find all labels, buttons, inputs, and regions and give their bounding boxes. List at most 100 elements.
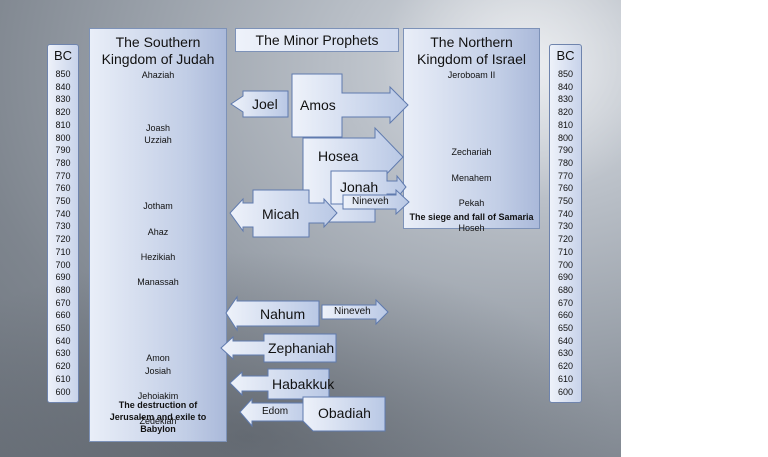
obadiah-shape <box>302 396 386 432</box>
northern-ruler-pekah: Pekah <box>458 198 485 208</box>
year-left-700: 700 <box>55 259 71 270</box>
micah-shape <box>229 189 338 238</box>
southern-ruler-ahaz: Ahaz <box>147 227 169 237</box>
year-left-830: 830 <box>55 94 71 105</box>
amos-label: Amos <box>300 97 336 113</box>
southern-event-line3: Babylon <box>140 424 176 434</box>
year-left-650: 650 <box>55 323 71 333</box>
year-right-840: 840 <box>557 81 574 92</box>
year-left-670: 670 <box>55 297 71 308</box>
southern-ruler-uzziah: Uzziah <box>144 135 172 145</box>
year-right-650: 650 <box>557 323 574 333</box>
southern-ruler-zedekiah: Zedekiah <box>139 416 177 426</box>
year-left-630: 630 <box>55 348 71 359</box>
year-right-720: 720 <box>557 234 574 245</box>
year-left-720: 720 <box>55 234 71 245</box>
year-right-640: 640 <box>557 335 574 346</box>
year-right-850: 850 <box>557 69 574 79</box>
obadiah-label: Obadiah <box>318 405 371 421</box>
year-right-820: 820 <box>557 107 574 118</box>
micah-label: Micah <box>262 206 300 222</box>
year-right-730: 730 <box>557 221 574 232</box>
nineveh-label-jonah: Nineveh <box>352 196 389 207</box>
year-left-730: 730 <box>55 221 71 232</box>
year-right-810: 810 <box>557 119 574 130</box>
year-left-640: 640 <box>55 335 71 346</box>
southern-ruler-jehoiakim: Jehoiakim <box>137 391 179 401</box>
year-left-620: 620 <box>55 361 71 372</box>
year-left-660: 660 <box>55 310 71 321</box>
nineveh-arrow-jonah <box>342 188 410 216</box>
title-box: The Minor Prophets <box>235 28 399 52</box>
northern-ruler-jeroboam-ii: Jeroboam II <box>447 70 496 80</box>
southern-ruler-hezikiah: Hezikiah <box>140 252 176 262</box>
year-left-780: 780 <box>55 157 71 168</box>
year-left-680: 680 <box>55 284 71 295</box>
year-left-600: 600 <box>55 386 71 397</box>
year-right-700: 700 <box>557 259 574 270</box>
year-right-740: 740 <box>557 208 574 219</box>
habakkuk-shape <box>229 368 330 400</box>
northern-event: The siege and fall of Samaria <box>409 212 534 222</box>
bc-label-right: BC <box>556 48 575 63</box>
northern-kingdom-panel: The Northern Kingdom of Israel The siege… <box>403 28 540 233</box>
year-right-600: 600 <box>557 386 574 397</box>
year-right-770: 770 <box>557 170 574 181</box>
southern-event-line1: The destruction of <box>118 400 198 410</box>
southern-ruler-ahaziah: Ahaziah <box>141 70 175 80</box>
year-right-670: 670 <box>557 297 574 308</box>
year-left-710: 710 <box>55 246 71 257</box>
amos-shape <box>291 73 409 138</box>
zephaniah-shape <box>220 333 337 363</box>
southern-kingdom-panel: The Southern Kingdom of Judah The destru… <box>89 28 227 442</box>
joel-label: Joel <box>252 96 278 112</box>
southern-ruler-joash: Joash <box>145 123 171 133</box>
habakkuk-label: Habakkuk <box>272 376 335 392</box>
southern-ruler-josiah: Josiah <box>144 366 171 376</box>
year-left-810: 810 <box>55 119 71 130</box>
year-right-660: 660 <box>557 310 574 321</box>
northern-ruler-zechariah: Zechariah <box>451 147 492 157</box>
year-left-770: 770 <box>55 170 71 181</box>
southern-event-line2: Jerusalem and exile to <box>109 412 207 422</box>
year-left-850: 850 <box>55 69 71 79</box>
year-right-800: 800 <box>557 132 574 143</box>
year-right-620: 620 <box>557 361 574 372</box>
year-right-680: 680 <box>557 284 574 295</box>
nineveh-arrow-nahum <box>321 298 389 326</box>
bc-label-left: BC <box>53 48 73 63</box>
year-right-790: 790 <box>557 145 574 156</box>
year-right-750: 750 <box>557 196 574 206</box>
year-left-740: 740 <box>55 208 71 219</box>
year-right-760: 760 <box>557 183 574 194</box>
year-left-750: 750 <box>55 196 71 206</box>
zephaniah-label: Zephaniah <box>268 340 335 356</box>
year-left-790: 790 <box>55 145 71 156</box>
year-left-690: 690 <box>55 272 71 283</box>
southern-ruler-manassah: Manassah <box>137 277 179 287</box>
year-left-840: 840 <box>55 81 71 92</box>
southern-title-line2: Kingdom of Judah <box>101 51 215 67</box>
southern-title-line1: The Southern <box>115 34 201 50</box>
jonah-label: Jonah <box>340 179 379 195</box>
year-left-610: 610 <box>55 373 71 384</box>
northern-title-line2: Kingdom of Israel <box>417 51 526 67</box>
year-right-710: 710 <box>557 246 574 257</box>
year-right-780: 780 <box>557 157 574 168</box>
year-right-830: 830 <box>557 94 574 105</box>
southern-ruler-amon: Amon <box>146 353 170 363</box>
southern-ruler-jotham: Jotham <box>143 201 173 211</box>
year-right-610: 610 <box>557 373 574 384</box>
joel-shape <box>230 90 289 118</box>
edom-label: Edom <box>262 406 289 417</box>
year-right-690: 690 <box>557 272 574 283</box>
hosea-label: Hosea <box>318 148 359 164</box>
nahum-label: Nahum <box>260 306 306 322</box>
year-right-630: 630 <box>557 348 574 359</box>
year-left-820: 820 <box>55 107 71 118</box>
year-left-760: 760 <box>55 183 71 194</box>
